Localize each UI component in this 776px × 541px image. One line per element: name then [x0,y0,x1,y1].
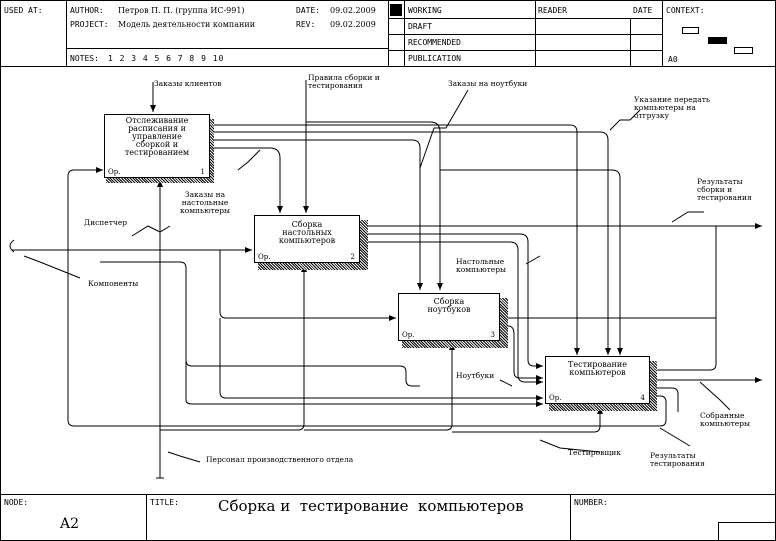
activity-box-4-op: Ор. [549,394,562,402]
activity-box-3[interactable]: Сборка ноутбуков Ор. 3 [398,293,500,341]
context-node: A0 [668,55,678,64]
status-working: WORKING [408,6,442,15]
label-assembled: Собранные компьютеры [700,411,751,428]
label-desktop-orders: Заказы на настольные компьютеры [180,190,231,215]
notes-label: NOTES: [70,54,99,63]
date-value: 09.02.2009 [330,6,376,15]
number-label: NUMBER: [574,498,608,507]
label-components: Компоненты [88,279,139,288]
title-label: TITLE: [150,498,179,507]
reader-label: READER [538,6,567,15]
label-dispatcher: Диспетчер [84,218,128,227]
arrows [9,80,762,479]
activity-box-1-number: 1 [200,168,205,176]
activity-box-2[interactable]: Сборка настольных компьютеров Ор. 2 [254,215,360,263]
activity-box-3-number: 3 [490,331,495,339]
project-value: Модель деятельности компании [118,20,256,29]
date-label: DATE: [296,6,321,15]
rev-value: 09.02.2009 [330,20,376,29]
status-recommended: RECOMMENDED [408,38,461,47]
node-label: NODE: [4,498,29,507]
label-transfer-instructions: Указание передать компьютеры на отгрузку [634,95,710,120]
activity-box-1-op: Ор. [108,168,121,176]
activity-box-2-op: Ор. [258,253,271,261]
project-label: PROJECT: [70,20,109,29]
label-laptops: Ноутбуки [456,371,495,380]
activity-box-4-number: 4 [640,394,645,402]
node-value: A2 [60,516,80,532]
rev-label: REV: [296,20,316,29]
label-client-orders: Заказы клиентов [154,79,222,88]
activity-box-1[interactable]: Отслеживание расписания и управление сбо… [104,114,210,178]
status-draft: DRAFT [408,22,433,31]
author-label: AUTHOR: [70,6,104,15]
activity-box-4-title: Тестирование компьютеров [568,360,627,377]
label-staff: Персонал производственного отдела [206,455,354,464]
label-assembly-results: Результаты сборки и тестирования [697,177,752,202]
label-desktops: Настольные компьютеры [456,257,507,274]
status-publication: PUBLICATION [408,54,461,63]
activity-box-3-op: Ор. [402,331,415,339]
author-value: Петров П. П. (группа ИС-991) [118,6,245,15]
notes-value: 1 2 3 4 5 6 7 8 9 10 [108,54,225,63]
label-laptop-orders: Заказы на ноутбуки [448,79,528,88]
activity-box-1-title: Отслеживание расписания и управление сбо… [124,116,190,157]
activity-box-2-title: Сборка настольных компьютеров [278,220,336,245]
label-assembly-rules: Правила сборки и тестирования [308,73,380,90]
label-testers: Тестировщик [568,448,621,457]
label-test-results: Результаты тестирования [650,451,705,468]
used-at-label: USED AT: [4,6,43,15]
diagram-title: Сборка и тестирование компьютеров [218,497,524,515]
activity-box-3-title: Сборка ноутбуков [427,297,471,314]
activity-box-2-number: 2 [350,253,355,261]
date-col-label: DATE [633,6,653,15]
activity-box-4[interactable]: Тестирование компьютеров Ор. 4 [545,356,650,404]
context-label: CONTEXT: [666,6,705,15]
